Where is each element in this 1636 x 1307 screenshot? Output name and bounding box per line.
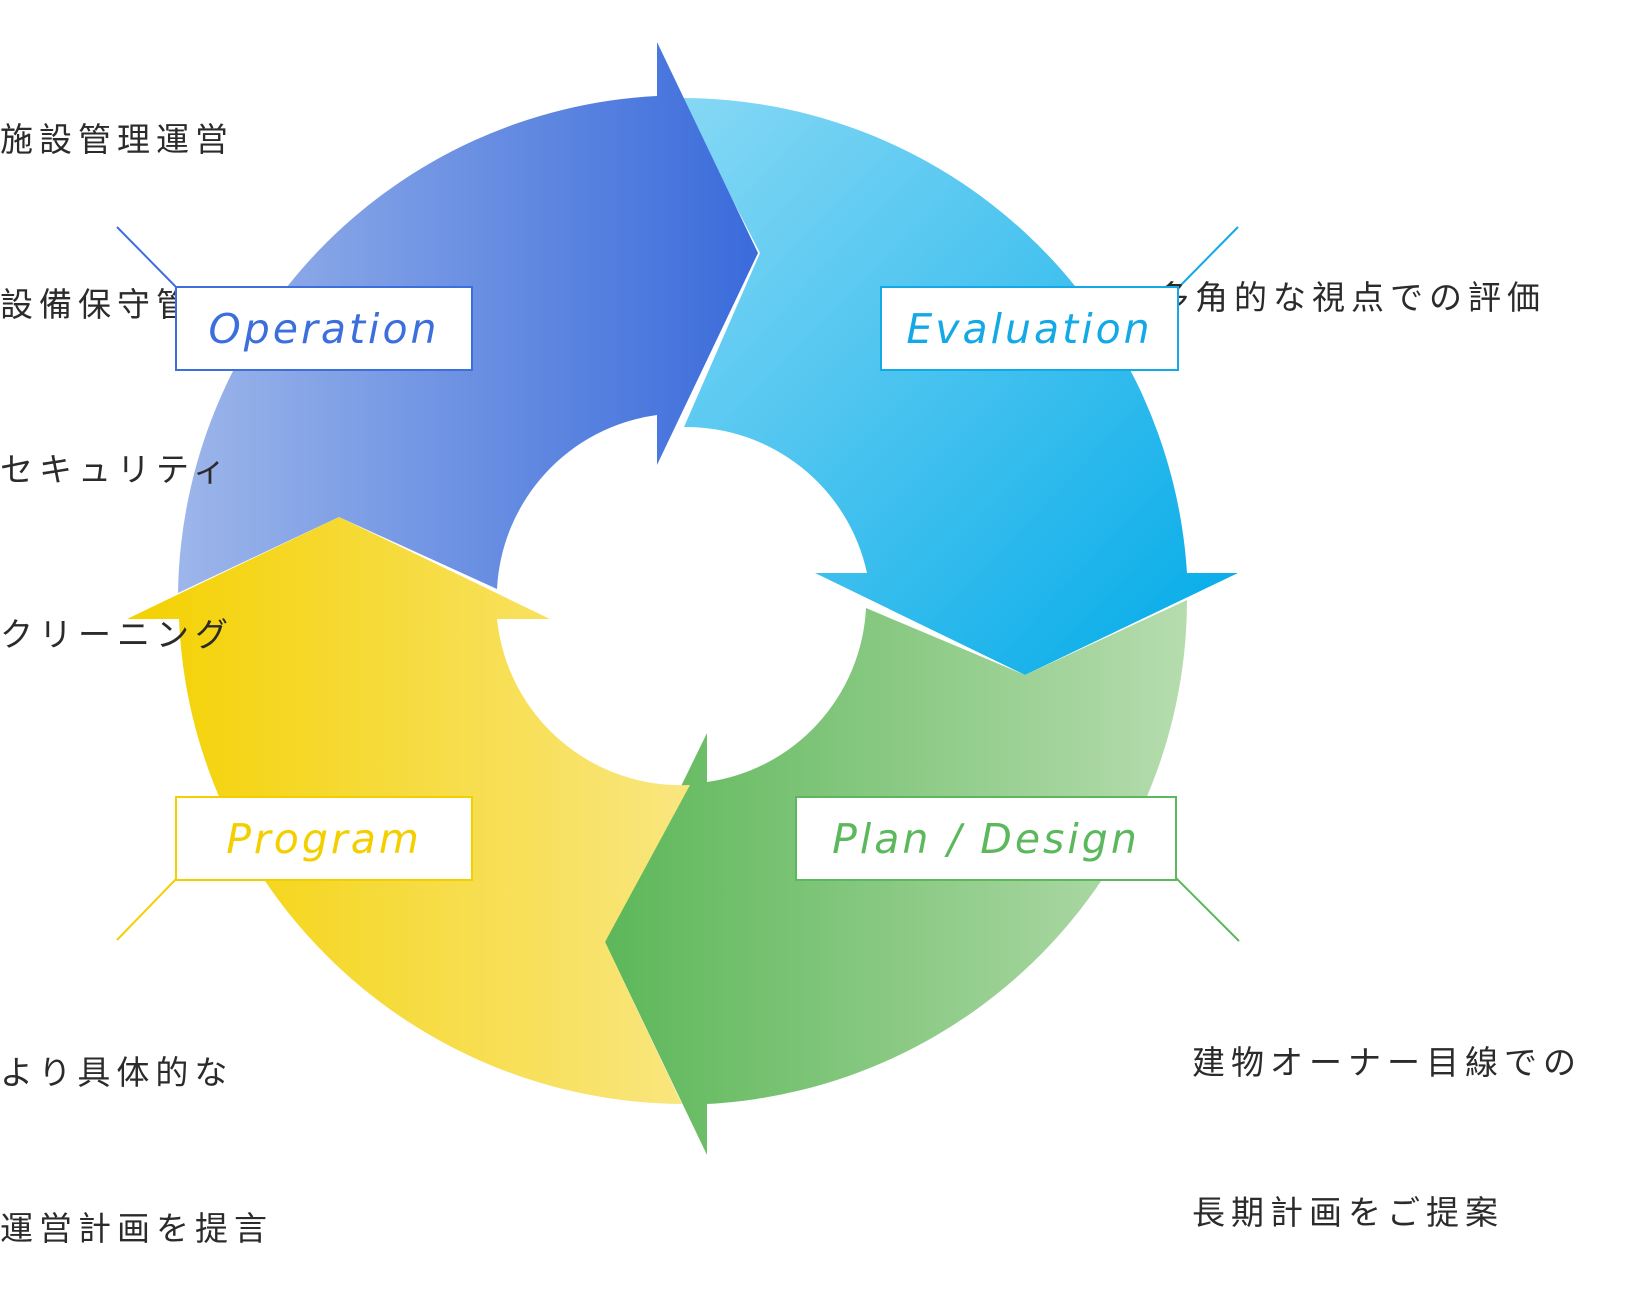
program-connector: [116, 877, 178, 941]
operation-description-line: 施設管理運営: [0, 120, 234, 159]
operation-description-line: セキュリティ: [0, 450, 233, 489]
plan-design-label: Plan / Design: [832, 814, 1140, 863]
evaluation-arrow: [680, 97, 1238, 675]
program-description-line: より具体的な: [0, 1053, 234, 1092]
operation-label-box: Operation: [175, 286, 473, 371]
plan-design-label-box: Plan / Design: [795, 796, 1177, 881]
evaluation-label: Evaluation: [906, 304, 1153, 353]
plan-design-description-line: 長期計画をご提案: [1192, 1193, 1504, 1232]
evaluation-connector: [1177, 226, 1239, 289]
program-label: Program: [226, 814, 422, 863]
evaluation-description: 多角的な視点での評価: [1156, 160, 1546, 380]
program-description: より具体的な 運営計画を提言: [0, 943, 273, 1307]
plan-design-description-line: 建物オーナー目線での: [1192, 1043, 1582, 1082]
program-description-line: 運営計画を提言: [0, 1209, 273, 1248]
evaluation-label-box: Evaluation: [880, 286, 1179, 371]
operation-label: Operation: [208, 304, 440, 353]
program-label-box: Program: [175, 796, 473, 881]
evaluation-description-line: 多角的な視点での評価: [1156, 278, 1546, 317]
plan-design-connector: [1175, 877, 1240, 942]
plan-design-description: 建物オーナー目線での 長期計画をご提案: [1192, 938, 1582, 1288]
operation-description-line: クリーニング: [0, 615, 234, 654]
